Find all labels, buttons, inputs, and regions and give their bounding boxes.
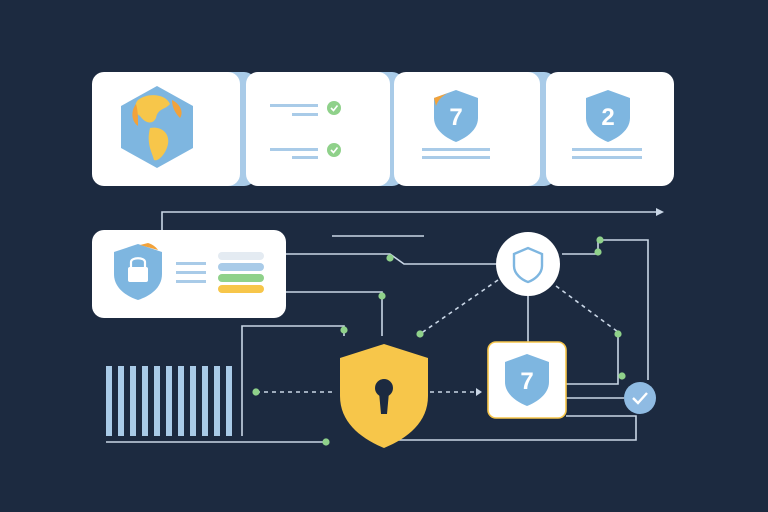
shield-icon xyxy=(434,90,478,142)
connector-dots xyxy=(252,236,626,446)
card-globe xyxy=(92,72,256,186)
connector-dot xyxy=(386,254,394,262)
card-shield-two: 2 xyxy=(546,72,674,186)
top-card-row: 7 2 xyxy=(92,72,674,186)
text-line xyxy=(176,262,206,265)
text-line xyxy=(422,156,490,159)
shield-number: 7 xyxy=(449,104,462,131)
connector-dot xyxy=(378,292,386,300)
list-line xyxy=(292,113,318,116)
list-line xyxy=(292,156,318,159)
bar xyxy=(142,366,148,436)
shield-number: 2 xyxy=(601,104,614,131)
text-line xyxy=(176,280,206,283)
shield-number: 7 xyxy=(520,368,533,395)
list-line xyxy=(270,104,318,107)
padlock-icon xyxy=(114,243,162,300)
bar xyxy=(214,366,220,436)
card-shield-seven: 7 xyxy=(394,72,556,186)
status-pill xyxy=(218,263,264,271)
bar-stack xyxy=(106,366,232,436)
bar xyxy=(202,366,208,436)
globe-icon xyxy=(121,86,193,168)
shield-icon xyxy=(512,246,544,284)
card-checklist xyxy=(246,72,404,186)
status-pill xyxy=(218,252,264,260)
bar xyxy=(154,366,160,436)
connector-dot xyxy=(618,372,626,380)
text-line xyxy=(572,148,642,151)
connector-dot xyxy=(416,330,424,338)
checkmark-icon xyxy=(327,101,341,115)
checkmark-icon xyxy=(327,143,341,157)
connector-dot xyxy=(252,388,260,396)
connector-dot xyxy=(340,326,348,334)
status-pill xyxy=(218,274,264,282)
arrow-right-icon xyxy=(656,208,664,216)
connector-dot xyxy=(594,248,602,256)
bar xyxy=(190,366,196,436)
bar xyxy=(178,366,184,436)
status-pill xyxy=(218,285,264,293)
bar xyxy=(106,366,112,436)
keyhole-shield-icon xyxy=(340,344,428,448)
shield-icon xyxy=(505,354,549,406)
connector-dot xyxy=(322,438,330,446)
text-line xyxy=(176,271,206,274)
text-line xyxy=(422,148,490,151)
shield-icon xyxy=(586,90,630,142)
connector-dot xyxy=(614,330,622,338)
text-line xyxy=(572,156,642,159)
bar xyxy=(166,366,172,436)
bar xyxy=(130,366,136,436)
bar xyxy=(226,366,232,436)
shield-node-seven: 7 xyxy=(487,341,567,419)
list-line xyxy=(270,148,318,151)
card-lock xyxy=(92,230,286,318)
bar xyxy=(118,366,124,436)
checkmark-icon xyxy=(624,382,656,414)
shield-node-circle xyxy=(496,232,560,296)
connector-dot xyxy=(596,236,604,244)
